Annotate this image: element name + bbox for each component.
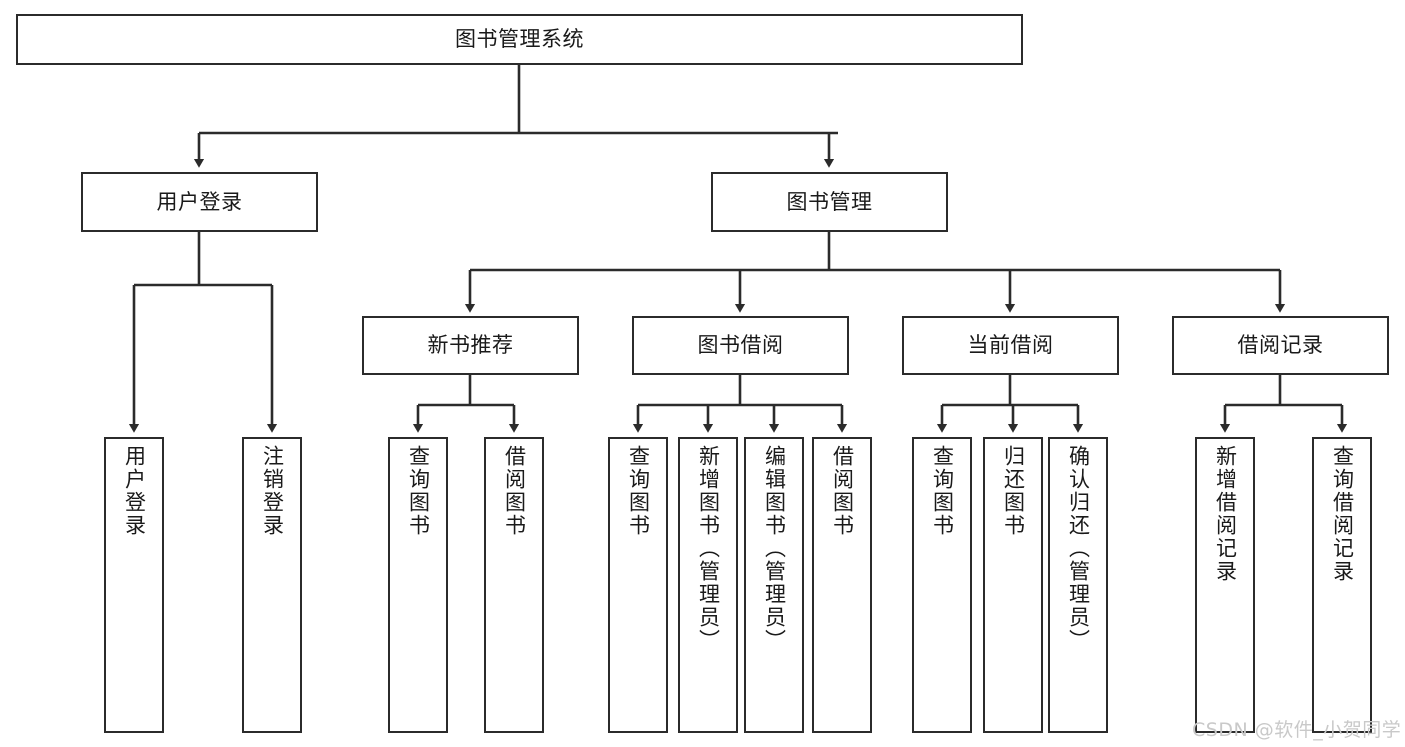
leaf-node[interactable]: 查询图书 bbox=[912, 437, 972, 733]
node-new-book-recommend[interactable]: 新书推荐 bbox=[362, 316, 579, 375]
leaf-node[interactable]: 确认归还（管理员） bbox=[1048, 437, 1108, 733]
leaf-node-label: 新增图书（管理员） bbox=[696, 445, 721, 652]
node-current-borrow-label: 当前借阅 bbox=[967, 333, 1054, 358]
leaf-node[interactable]: 查询图书 bbox=[388, 437, 448, 733]
node-book-borrow-label: 图书借阅 bbox=[697, 333, 784, 358]
leaf-node-label: 用户登录 bbox=[122, 445, 147, 537]
node-borrow-record[interactable]: 借阅记录 bbox=[1172, 316, 1389, 375]
node-book-borrow[interactable]: 图书借阅 bbox=[632, 316, 849, 375]
leaf-node-label: 注销登录 bbox=[260, 445, 285, 537]
leaf-node-label: 查询图书 bbox=[406, 445, 431, 537]
node-user-login[interactable]: 用户登录 bbox=[81, 172, 318, 232]
leaf-node[interactable]: 新增图书（管理员） bbox=[678, 437, 738, 733]
node-book-manage-label: 图书管理 bbox=[786, 189, 873, 214]
node-book-manage[interactable]: 图书管理 bbox=[711, 172, 948, 232]
node-borrow-record-label: 借阅记录 bbox=[1237, 333, 1324, 358]
leaf-node-label: 查询借阅记录 bbox=[1330, 445, 1355, 583]
leaf-node[interactable]: 新增借阅记录 bbox=[1195, 437, 1255, 733]
leaf-node-label: 归还图书 bbox=[1001, 445, 1026, 537]
csdn-watermark: CSDN @软件_小贺同学 bbox=[1192, 719, 1402, 741]
leaf-node-label: 借阅图书 bbox=[502, 445, 527, 537]
leaf-node[interactable]: 查询图书 bbox=[608, 437, 668, 733]
leaf-node-label: 查询图书 bbox=[930, 445, 955, 537]
node-root-label: 图书管理系统 bbox=[455, 27, 584, 52]
leaf-node-label: 新增借阅记录 bbox=[1213, 445, 1238, 583]
node-new-book-recommend-label: 新书推荐 bbox=[427, 333, 514, 358]
leaf-node[interactable]: 编辑图书（管理员） bbox=[744, 437, 804, 733]
leaf-node[interactable]: 查询借阅记录 bbox=[1312, 437, 1372, 733]
node-user-login-label: 用户登录 bbox=[156, 189, 243, 214]
leaf-node[interactable]: 借阅图书 bbox=[812, 437, 872, 733]
leaf-node-label: 确认归还（管理员） bbox=[1066, 445, 1091, 652]
node-current-borrow[interactable]: 当前借阅 bbox=[902, 316, 1119, 375]
leaf-node-label: 编辑图书（管理员） bbox=[762, 445, 787, 652]
leaf-node-label: 借阅图书 bbox=[830, 445, 855, 537]
leaf-node[interactable]: 借阅图书 bbox=[484, 437, 544, 733]
leaf-node[interactable]: 注销登录 bbox=[242, 437, 302, 733]
leaf-node-label: 查询图书 bbox=[626, 445, 651, 537]
leaf-node[interactable]: 用户登录 bbox=[104, 437, 164, 733]
node-root[interactable]: 图书管理系统 bbox=[16, 14, 1023, 65]
leaf-node[interactable]: 归还图书 bbox=[983, 437, 1043, 733]
